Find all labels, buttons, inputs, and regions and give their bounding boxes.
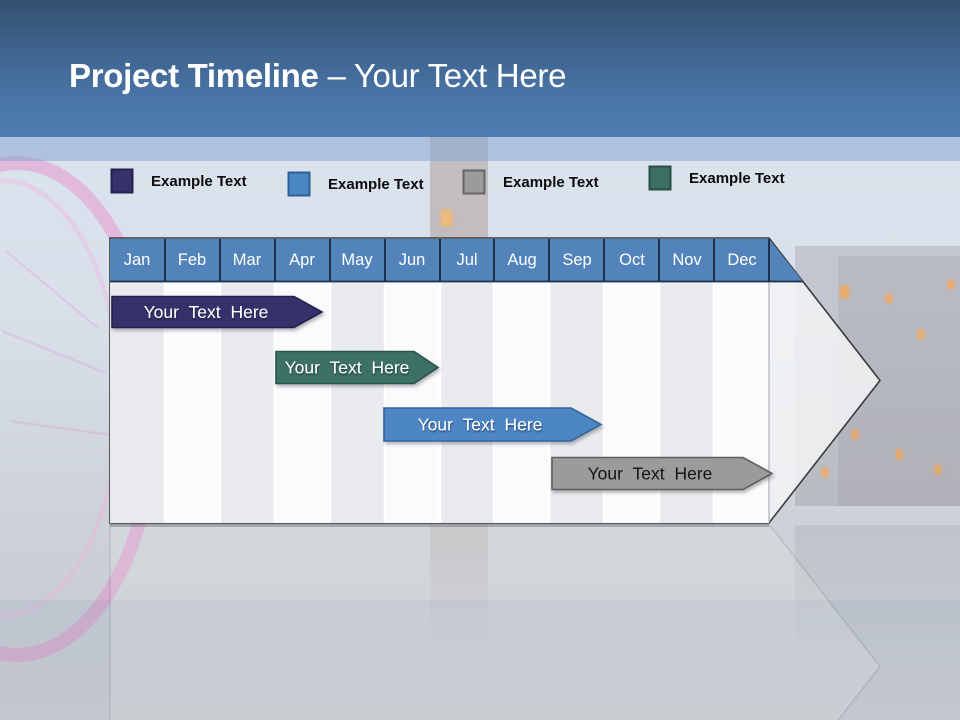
legend-swatch — [287, 171, 311, 197]
legend-swatch-icon — [110, 168, 134, 194]
slide-title: Project Timeline– Your Text Here — [69, 57, 566, 95]
tower-reflection — [430, 525, 488, 655]
task-bar-label: Your Text Here — [144, 302, 269, 322]
month-label: Apr — [289, 251, 315, 269]
task-bars: Your Text Here Your Text Here Your Text … — [111, 295, 774, 491]
month-label: Mar — [233, 251, 262, 269]
slide-title-sub: – Your Text Here — [327, 57, 567, 94]
legend-label: Example Text — [328, 175, 424, 193]
month-label: May — [341, 251, 373, 269]
legend-label: Example Text — [151, 172, 247, 190]
legend-swatch-icon — [462, 169, 486, 195]
month-label: Feb — [178, 251, 206, 269]
window-light — [441, 210, 452, 226]
buildings-reflection — [795, 525, 960, 660]
legend-swatch-icon — [287, 171, 311, 197]
window-light — [896, 450, 902, 459]
task-bar — [383, 407, 603, 442]
month-label: Oct — [619, 251, 645, 269]
water-reflection-band — [0, 600, 960, 720]
task-bar — [111, 295, 324, 329]
legend-swatch-icon — [648, 165, 672, 191]
task-bar — [551, 456, 774, 491]
month-label: Aug — [507, 251, 536, 269]
window-light — [840, 286, 849, 298]
month-label: Jan — [124, 251, 151, 269]
month-header-row: Jan Feb Mar Apr May Jun Jul Aug Sep Oct … — [110, 238, 803, 283]
legend-item: Example Text — [110, 168, 247, 194]
task-bar — [275, 350, 440, 385]
month-label: Jul — [456, 251, 477, 269]
month-label: Sep — [562, 251, 591, 269]
legend-item: Example Text — [287, 171, 424, 197]
month-label: Dec — [727, 251, 756, 269]
task-bar-label: Your Text Here — [588, 464, 713, 484]
task-bar-label: Your Text Here — [418, 415, 543, 435]
legend-item: Example Text — [462, 169, 599, 195]
legend-label: Example Text — [503, 173, 599, 191]
window-light — [886, 294, 892, 303]
window-light — [918, 330, 924, 339]
task-bar-label: Your Text Here — [285, 358, 410, 378]
legend-swatch — [462, 169, 486, 195]
legend-swatch — [110, 168, 134, 194]
window-light — [822, 468, 828, 477]
slide-title-main: Project Timeline — [69, 57, 319, 94]
window-light — [948, 280, 954, 289]
month-label: Jun — [399, 251, 426, 269]
legend-label: Example Text — [689, 169, 785, 187]
window-light — [935, 465, 941, 474]
legend-swatch — [648, 165, 672, 191]
title-band-accent-strip — [0, 137, 960, 161]
window-light — [852, 430, 858, 439]
month-column-stripes — [110, 281, 770, 523]
month-header-slant — [769, 238, 803, 282]
title-band — [0, 0, 960, 137]
month-label: Nov — [672, 251, 702, 269]
timeline-reflection — [109, 523, 881, 720]
legend-item: Example Text — [648, 165, 785, 191]
